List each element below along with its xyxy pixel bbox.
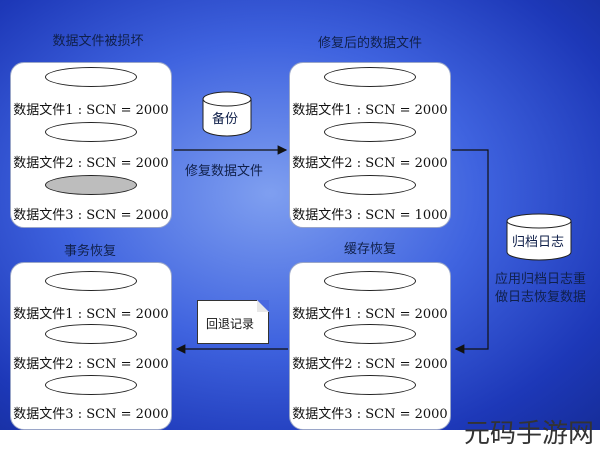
panel-restored-files: 数据文件1 : SCN = 2000 数据文件2 : SCN = 2000 数据… — [289, 62, 451, 228]
panel-transaction-recovery: 数据文件1 : SCN = 2000 数据文件2 : SCN = 2000 数据… — [10, 262, 172, 430]
panel-cache-recovery: 数据文件1 : SCN = 2000 数据文件2 : SCN = 2000 数据… — [289, 262, 451, 430]
file-label: 数据文件2 : SCN = 2000 — [13, 156, 169, 171]
rollback-label: 回退记录 — [206, 317, 255, 331]
file-label: 数据文件3 : SCN = 2000 — [13, 407, 169, 422]
panel-title-restored: 修复后的数据文件 — [317, 36, 423, 51]
file-label: 数据文件3 : SCN = 1000 — [292, 208, 448, 223]
panel-title-transaction-recovery: 事务恢复 — [63, 244, 117, 259]
disk-icon — [324, 67, 416, 89]
disk-icon — [324, 375, 416, 397]
file-label: 数据文件3 : SCN = 2000 — [292, 407, 448, 422]
archive-log-label: 归档日志 — [512, 235, 565, 250]
flow-arrows — [174, 145, 489, 354]
file-label: 数据文件3 : SCN = 2000 — [13, 208, 169, 223]
file-label: 数据文件2 : SCN = 2000 — [13, 357, 169, 372]
file-label: 数据文件1 : SCN = 2000 — [13, 103, 169, 118]
disk-icon — [45, 122, 137, 144]
restore-step-label: 修复数据文件 — [185, 164, 264, 179]
file-label: 数据文件1 : SCN = 2000 — [13, 307, 169, 322]
file-label: 数据文件2 : SCN = 2000 — [292, 357, 448, 372]
backup-cylinder-icon — [202, 91, 252, 137]
disk-icon — [324, 175, 416, 197]
file-label: 数据文件1 : SCN = 2000 — [292, 103, 448, 118]
archive-log-cylinder-icon — [506, 213, 572, 261]
panel-title-damaged: 数据文件被损坏 — [52, 34, 144, 49]
diagram-canvas: 数据文件被损坏 数据文件1 : SCN = 2000 数据文件2 : SCN =… — [0, 0, 600, 430]
disk-icon — [45, 324, 137, 346]
disk-icon — [45, 375, 137, 397]
arrow-apply-redo — [452, 149, 489, 354]
disk-icon — [45, 271, 137, 293]
apply-redo-line2: 做日志恢复数据 — [495, 290, 587, 305]
file-label: 数据文件2 : SCN = 2000 — [292, 156, 448, 171]
disk-icon — [45, 67, 137, 89]
bottom-strip — [0, 430, 600, 449]
watermark-text: 元码手游网 — [463, 419, 594, 449]
panel-damaged-files: 数据文件1 : SCN = 2000 数据文件2 : SCN = 2000 数据… — [10, 62, 172, 228]
damaged-disk-icon — [45, 175, 137, 197]
backup-label: 备份 — [212, 112, 239, 127]
disk-icon — [324, 122, 416, 144]
folded-corner-icon — [257, 300, 269, 312]
panel-title-cache-recovery: 缓存恢复 — [343, 242, 397, 257]
file-label: 数据文件1 : SCN = 2000 — [292, 307, 448, 322]
disk-icon — [324, 271, 416, 293]
apply-redo-line1: 应用归档日志重 — [495, 272, 587, 287]
disk-icon — [324, 324, 416, 346]
rollback-document: 回退记录 — [197, 300, 269, 344]
